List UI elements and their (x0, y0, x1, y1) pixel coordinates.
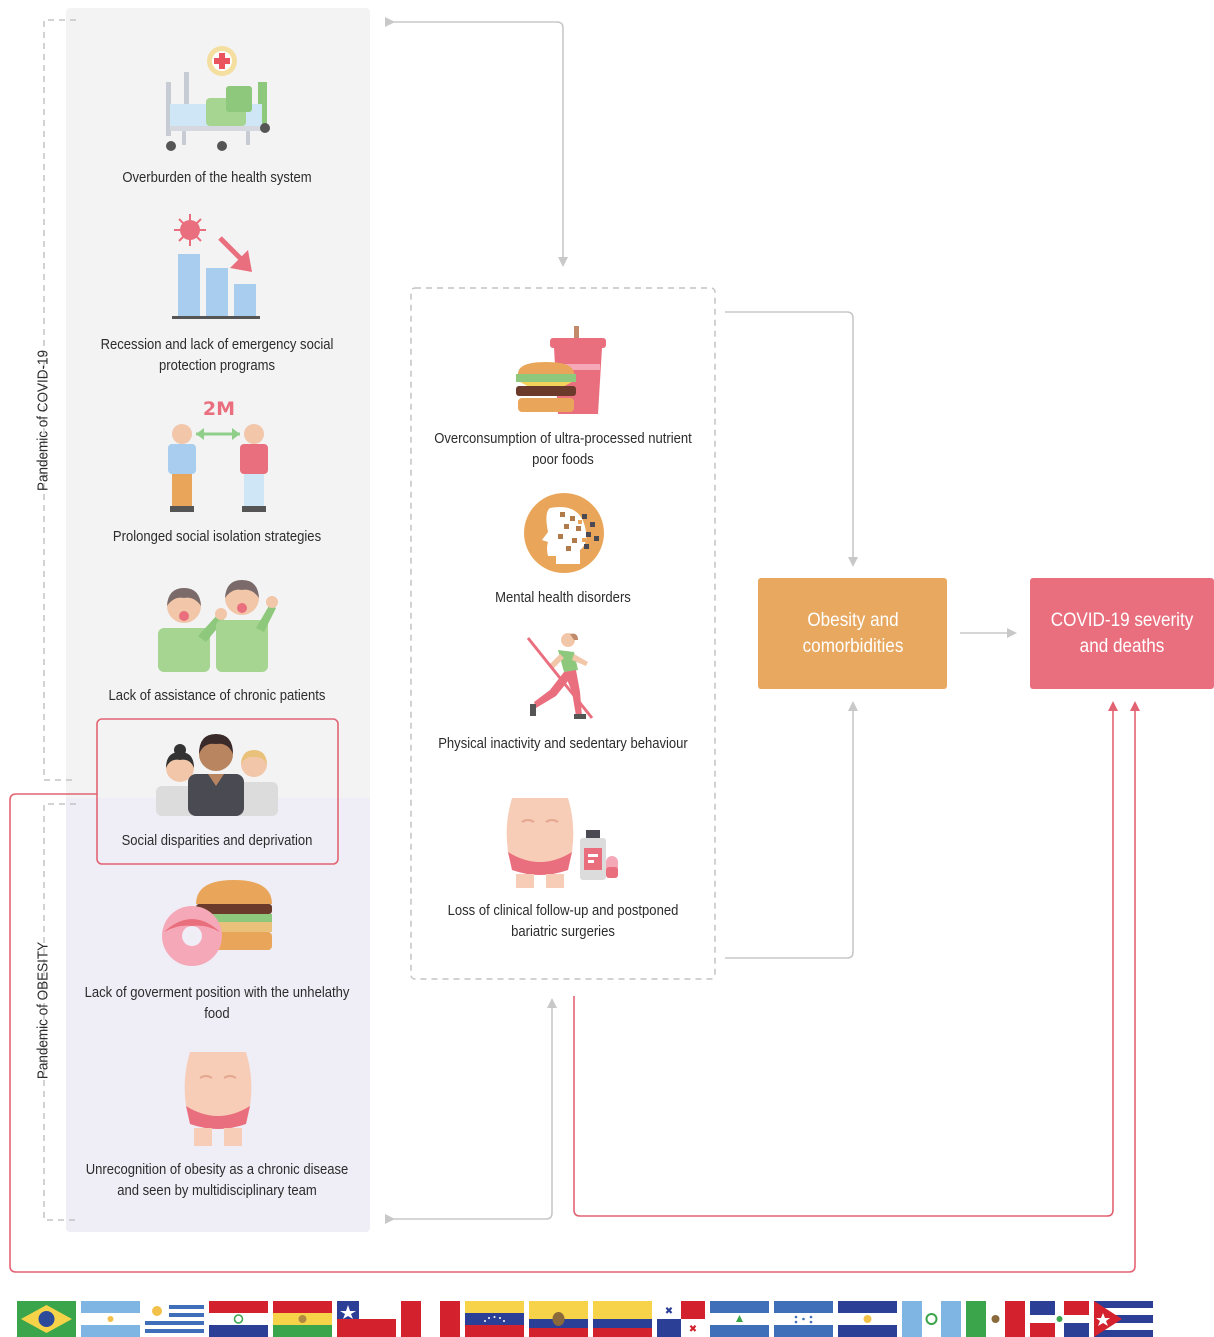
covid-outcome-box: COVID-19 severity and deaths (1030, 578, 1214, 689)
hospital-bed-icon (166, 46, 270, 151)
uruguay-flag (145, 1301, 204, 1337)
middle-to-covid-red (573, 701, 1118, 1217)
obesity-outcome-label: Obesity and comorbidities (802, 609, 903, 657)
fast-food-icon (516, 326, 606, 414)
factor-label: Lack of assistance of chronic patients (108, 688, 326, 704)
venezuela-flag (465, 1301, 524, 1337)
middle-to-obesity-top (725, 311, 858, 567)
no-running-icon (526, 633, 594, 719)
obesity-bracket (43, 803, 76, 1221)
chile-flag (337, 1301, 396, 1337)
top-connector (385, 17, 568, 267)
bottom-connector (385, 998, 557, 1224)
chronic-patients-icon (158, 580, 278, 672)
brazil-flag (17, 1301, 76, 1337)
factor-label: Loss of clinical follow-up and postponed… (447, 903, 679, 940)
factor-label: Unrecognition of obesity as a chronic di… (85, 1162, 349, 1199)
factor-label: Recession and lack of emergency social p… (100, 337, 334, 374)
covid-group-label: Pandemic of COVID-19 (34, 349, 52, 492)
distance-text: 2M (202, 398, 236, 420)
bolivia-flag (273, 1301, 332, 1337)
honduras-flag (774, 1301, 833, 1337)
disparities-highlight (96, 718, 339, 865)
factor-label: Social disparities and deprivation (121, 833, 313, 849)
nicaragua-flag (710, 1301, 769, 1337)
factor-label: Prolonged social isolation strategies (112, 529, 322, 545)
covid-outcome-label: COVID-19 severity and deaths (1050, 609, 1194, 657)
peru-flag (401, 1301, 460, 1337)
people-group-icon (156, 734, 278, 816)
svg-text:✖: ✖ (665, 1306, 673, 1317)
mental-health-icon (524, 493, 604, 573)
el-salvador-flag (838, 1301, 897, 1337)
recession-chart-icon (172, 214, 260, 319)
obesity-group-label: Pandemic of OBESITY (34, 941, 52, 1080)
factor-label: Mental health disorders (495, 590, 631, 606)
disparities-to-covid-red (9, 701, 1140, 1273)
ecuador-flag (529, 1301, 588, 1337)
argentina-flag (81, 1301, 140, 1337)
obesity-panel (66, 798, 370, 1232)
panama-flag: ✖ ✖ (657, 1301, 705, 1337)
guatemala-flag (902, 1301, 961, 1337)
belly-medication-icon (506, 798, 618, 888)
paraguay-flag (209, 1301, 268, 1337)
cuba-flag (1094, 1301, 1153, 1337)
svg-text:✖: ✖ (689, 1324, 697, 1335)
obesity-outcome-box: Obesity and comorbidities (758, 578, 947, 689)
social-distance-icon (168, 424, 268, 512)
factor-label: Physical inactivity and sedentary behavi… (438, 736, 688, 752)
colombia-flag (593, 1301, 652, 1337)
middle-box-border (410, 287, 716, 980)
factor-label: Overconsumption of ultra-processed nutri… (434, 431, 692, 468)
mexico-flag (966, 1301, 1025, 1337)
factor-label: Overburden of the health system (122, 170, 312, 186)
covid-bracket (43, 19, 76, 781)
obese-body-icon (184, 1052, 252, 1146)
junk-food-icon (162, 880, 272, 966)
dominican-republic-flag (1030, 1301, 1089, 1337)
middle-to-obesity-bottom (725, 701, 858, 959)
factor-label: Lack of goverment position with the unhe… (84, 985, 350, 1022)
